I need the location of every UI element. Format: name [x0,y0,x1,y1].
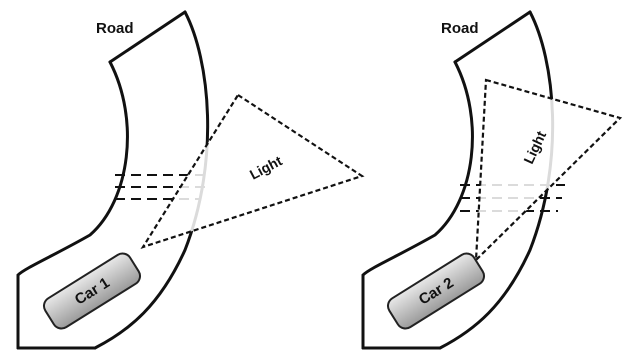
light-beam-left [140,93,365,249]
road-right-inner-edge [361,60,474,350]
car-2-body [386,252,486,330]
road-left-top-cap [108,10,187,64]
road-left [16,10,210,350]
road-right-outer-edge [438,10,555,350]
road-label-left: Road [96,20,134,37]
car-1: Car 1 [42,252,142,330]
car-2: Car 2 [386,252,486,330]
road-right-top-cap [453,10,532,64]
light-beam-right [474,78,623,263]
road-left-inner-edge [16,60,129,350]
panel-right: Light Road Car 2 [361,10,623,350]
road-right [361,10,555,350]
panel-left: Light Road Car 1 [16,10,365,350]
road-left-outer-edge [93,10,210,350]
road-label-right: Road [441,20,479,37]
car-1-body [42,252,142,330]
